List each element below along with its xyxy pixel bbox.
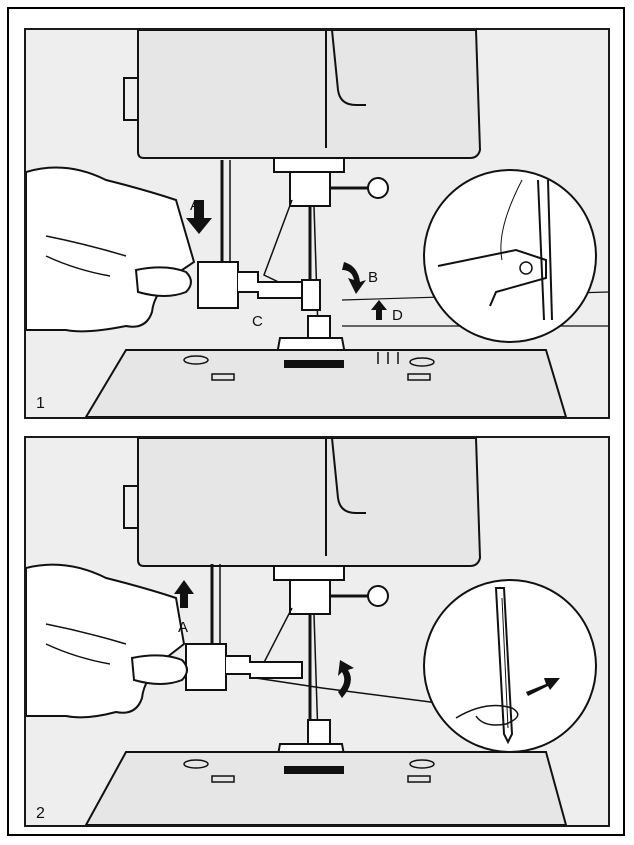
thumb [134, 266, 192, 297]
needle [313, 613, 319, 739]
feed-dogs [284, 360, 344, 368]
step-panel-1: A B C D 1 [24, 28, 610, 419]
arrow-down-icon [186, 200, 212, 234]
plate-slot-left [211, 373, 235, 381]
step-number: 1 [36, 395, 45, 412]
detail-inset-circle [423, 169, 597, 343]
thread-line [254, 607, 447, 705]
label-b: B [368, 269, 378, 286]
plate-hole-right [409, 759, 435, 769]
arrow-up-icon [174, 580, 194, 608]
threader-body [197, 261, 239, 309]
step-panel-2: A 2 [24, 436, 610, 827]
hand [26, 166, 196, 333]
label-a: A [178, 619, 188, 636]
plate-hole-left [183, 759, 209, 769]
clamp-screw-knob [367, 585, 389, 607]
threader-hook [301, 279, 321, 311]
rotate-arrow-icon [338, 660, 354, 698]
machine-handle [331, 438, 366, 514]
inset-needle-1 [537, 179, 545, 321]
inset-hook [437, 248, 547, 307]
label-c: C [252, 313, 263, 330]
step-number: 2 [36, 805, 45, 822]
label-a: A [190, 197, 200, 214]
machine-side-bump [123, 77, 138, 121]
machine-side-bump [123, 485, 138, 529]
plate-slot-right [407, 373, 431, 381]
inset-thread-loop [455, 704, 519, 726]
needle-clamp [289, 579, 331, 615]
needle-plate [84, 751, 568, 825]
step-1-illustration: A B C D 1 [26, 30, 608, 417]
needle-bar-top [273, 157, 345, 173]
threader-body [185, 643, 227, 691]
step-2-illustration: A 2 [26, 438, 597, 825]
thumb [130, 654, 188, 685]
finger-line [45, 623, 127, 645]
presser-foot-shank [307, 719, 331, 745]
threader-arm [226, 655, 303, 679]
needle-clamp [289, 171, 331, 207]
inset-screw [519, 261, 533, 275]
inset-needle [494, 587, 514, 745]
threader-arm [238, 271, 305, 299]
plate-hole-left [183, 355, 209, 365]
needle [313, 205, 319, 331]
plate-hole-right [409, 357, 435, 367]
needle-bar-top [273, 565, 345, 581]
rotate-arrow-icon [342, 262, 366, 294]
finger-line-2 [45, 255, 111, 277]
plate-slot-left [211, 775, 235, 783]
clamp-screw-knob [367, 177, 389, 199]
presser-foot-shank [307, 315, 331, 339]
feed-dogs [284, 766, 344, 774]
machine-head [137, 438, 482, 567]
inset-needle-2 [547, 179, 553, 321]
hand [26, 563, 186, 719]
plate-slot-right [407, 775, 431, 783]
finger-line-2 [45, 643, 111, 665]
arrow-up-icon [371, 300, 387, 320]
inset-thread [500, 179, 523, 261]
needle-plate [84, 349, 568, 417]
machine-head [137, 30, 482, 159]
label-d: D [392, 307, 403, 324]
finger-line [45, 235, 127, 257]
arrow-right-icon [526, 678, 560, 696]
machine-handle [331, 30, 366, 106]
detail-inset-circle [423, 579, 597, 753]
